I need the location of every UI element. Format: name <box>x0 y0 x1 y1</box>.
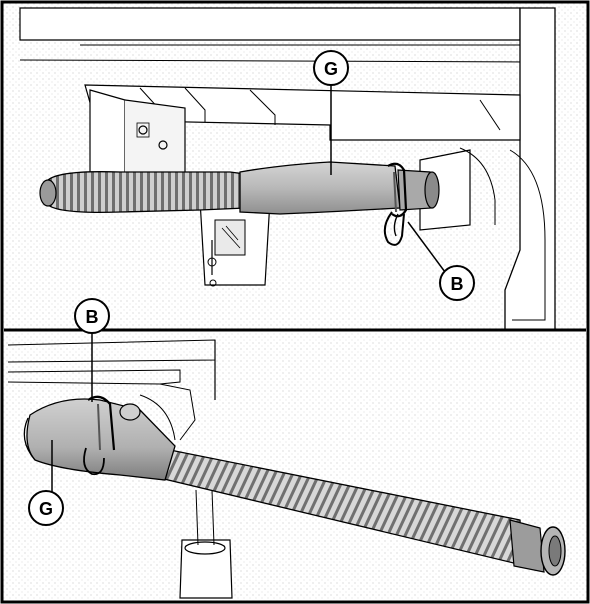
callout-top-g-label: G <box>324 59 338 79</box>
callout-top-b-label: B <box>451 274 464 294</box>
callout-bottom-g-label: G <box>39 499 53 519</box>
callout-bottom-b-label: B <box>86 307 99 327</box>
top-corrugated-hose <box>48 172 245 213</box>
top-hose-g <box>240 162 400 214</box>
